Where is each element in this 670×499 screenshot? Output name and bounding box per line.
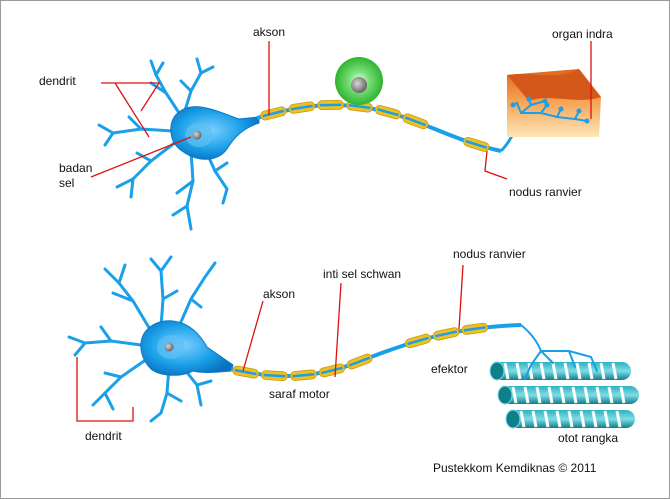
muscle-striation: [575, 362, 582, 380]
muscle-striation: [563, 362, 570, 380]
muscle-striation: [615, 410, 622, 428]
muscle-striation: [559, 386, 566, 404]
motor-neuron: [67, 255, 639, 429]
muscle-striation: [571, 386, 578, 404]
muscle-striation: [595, 386, 602, 404]
motor-end-plates: [520, 324, 598, 380]
label-akson-top: akson: [253, 25, 286, 39]
muscle-fiber: [499, 386, 639, 404]
leader-lines: [76, 41, 592, 422]
muscle-striation: [591, 410, 598, 428]
nucleus-top: [192, 130, 202, 140]
axon-core: [463, 326, 486, 332]
muscle-striation: [603, 410, 610, 428]
muscle-striation: [523, 386, 530, 404]
label-nodus-ranvier-bottom: nodus ranvier: [453, 247, 526, 261]
muscle-fiber-end: [505, 409, 521, 429]
muscle-striation: [527, 362, 534, 380]
label-dendrit-bottom: dendrit: [85, 429, 122, 443]
muscle-striation: [511, 386, 518, 404]
axon-core: [465, 139, 488, 149]
muscle-striation: [543, 410, 550, 428]
muscle-striation: [607, 386, 614, 404]
muscle-striation: [611, 362, 618, 380]
credit-text: Pustekkom Kemdiknas © 2011: [433, 461, 597, 475]
muscle-striation: [567, 410, 574, 428]
muscle-fiber-end: [497, 385, 513, 405]
muscle-striation: [619, 386, 626, 404]
axon-core: [290, 104, 313, 111]
label-otot-rangka: otot rangka: [558, 431, 619, 445]
label-dendrit-top: dendrit: [39, 74, 76, 88]
label-nodus-ranvier-top: nodus ranvier: [509, 185, 582, 199]
sensory-neuron: [97, 57, 601, 231]
axon-core: [404, 116, 427, 127]
axon-core: [348, 356, 371, 367]
soma-bottom: [140, 320, 234, 376]
axon-core: [377, 108, 399, 117]
muscle-striation: [515, 362, 522, 380]
muscle-fiber-end: [489, 361, 505, 381]
nucleus-bottom: [164, 342, 174, 352]
dendrites-bottom: [67, 255, 217, 423]
muscle-striation: [547, 386, 554, 404]
muscle-striation: [551, 362, 558, 380]
muscle-striation: [519, 410, 526, 428]
muscle-striation: [583, 386, 590, 404]
label-organ-indra: organ indra: [552, 27, 613, 41]
muscle-striation: [503, 362, 510, 380]
label-inti-sel-schwan: inti sel schwan: [323, 267, 402, 281]
muscle-striation: [587, 362, 594, 380]
sensory-organ: [507, 69, 601, 137]
axon-core: [407, 336, 429, 346]
muscle-striation: [539, 362, 546, 380]
axon-core: [234, 368, 257, 376]
axon-core: [263, 373, 286, 378]
myelin-sheath-top: [260, 99, 490, 152]
axon-core: [320, 366, 343, 375]
label-badan: badan: [59, 161, 93, 175]
label-akson-bottom: akson: [263, 287, 296, 301]
label-sel: sel: [59, 176, 75, 190]
dendrites-top: [97, 57, 229, 231]
muscle-striation: [531, 410, 538, 428]
axon-core: [348, 103, 371, 110]
muscle-striation: [535, 386, 542, 404]
label-saraf-motor: saraf motor: [269, 387, 330, 401]
muscle-striation: [579, 410, 586, 428]
soma-top: [170, 106, 260, 160]
axon-core: [292, 372, 315, 378]
receptor-tips: [510, 96, 590, 124]
stimulus-core: [351, 77, 367, 93]
muscle-striation: [599, 362, 606, 380]
muscle-fiber: [491, 362, 631, 380]
skeletal-muscle: [489, 361, 639, 429]
axon-core: [262, 109, 285, 118]
muscle-striation: [555, 410, 562, 428]
axon-core: [435, 330, 458, 338]
myelin-sheath-bottom: [232, 322, 489, 382]
label-efektor: efektor: [431, 362, 468, 376]
